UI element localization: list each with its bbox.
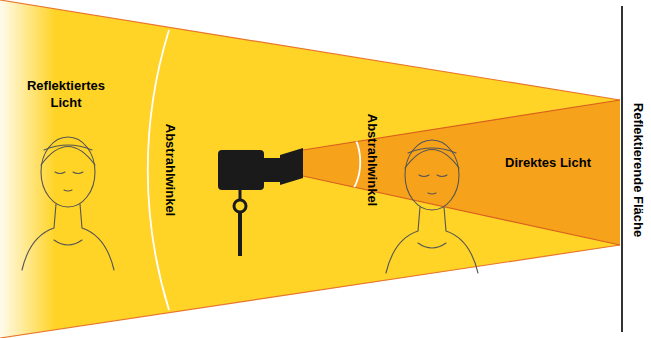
direct-light-cone xyxy=(303,100,620,245)
cone-edge xyxy=(303,100,620,150)
light-fade xyxy=(0,0,55,338)
surface-label: Reflektierende Fläche xyxy=(630,103,647,237)
cone-edge xyxy=(303,176,620,245)
face-sketch xyxy=(386,140,478,273)
spotlight-symbol xyxy=(218,148,303,256)
light-label: Direktes Licht xyxy=(505,154,591,171)
reflecting-surface xyxy=(621,6,623,332)
angle-label: Abstrahlwinkel xyxy=(364,114,381,206)
light-label: Reflektiertes Licht xyxy=(23,77,109,111)
reflected-light-cone xyxy=(0,0,620,338)
angle-label: Abstrahlwinkel xyxy=(162,124,179,216)
cone-edge xyxy=(0,245,620,338)
face-sketch xyxy=(22,137,114,270)
beam-angle-arc xyxy=(343,122,360,202)
